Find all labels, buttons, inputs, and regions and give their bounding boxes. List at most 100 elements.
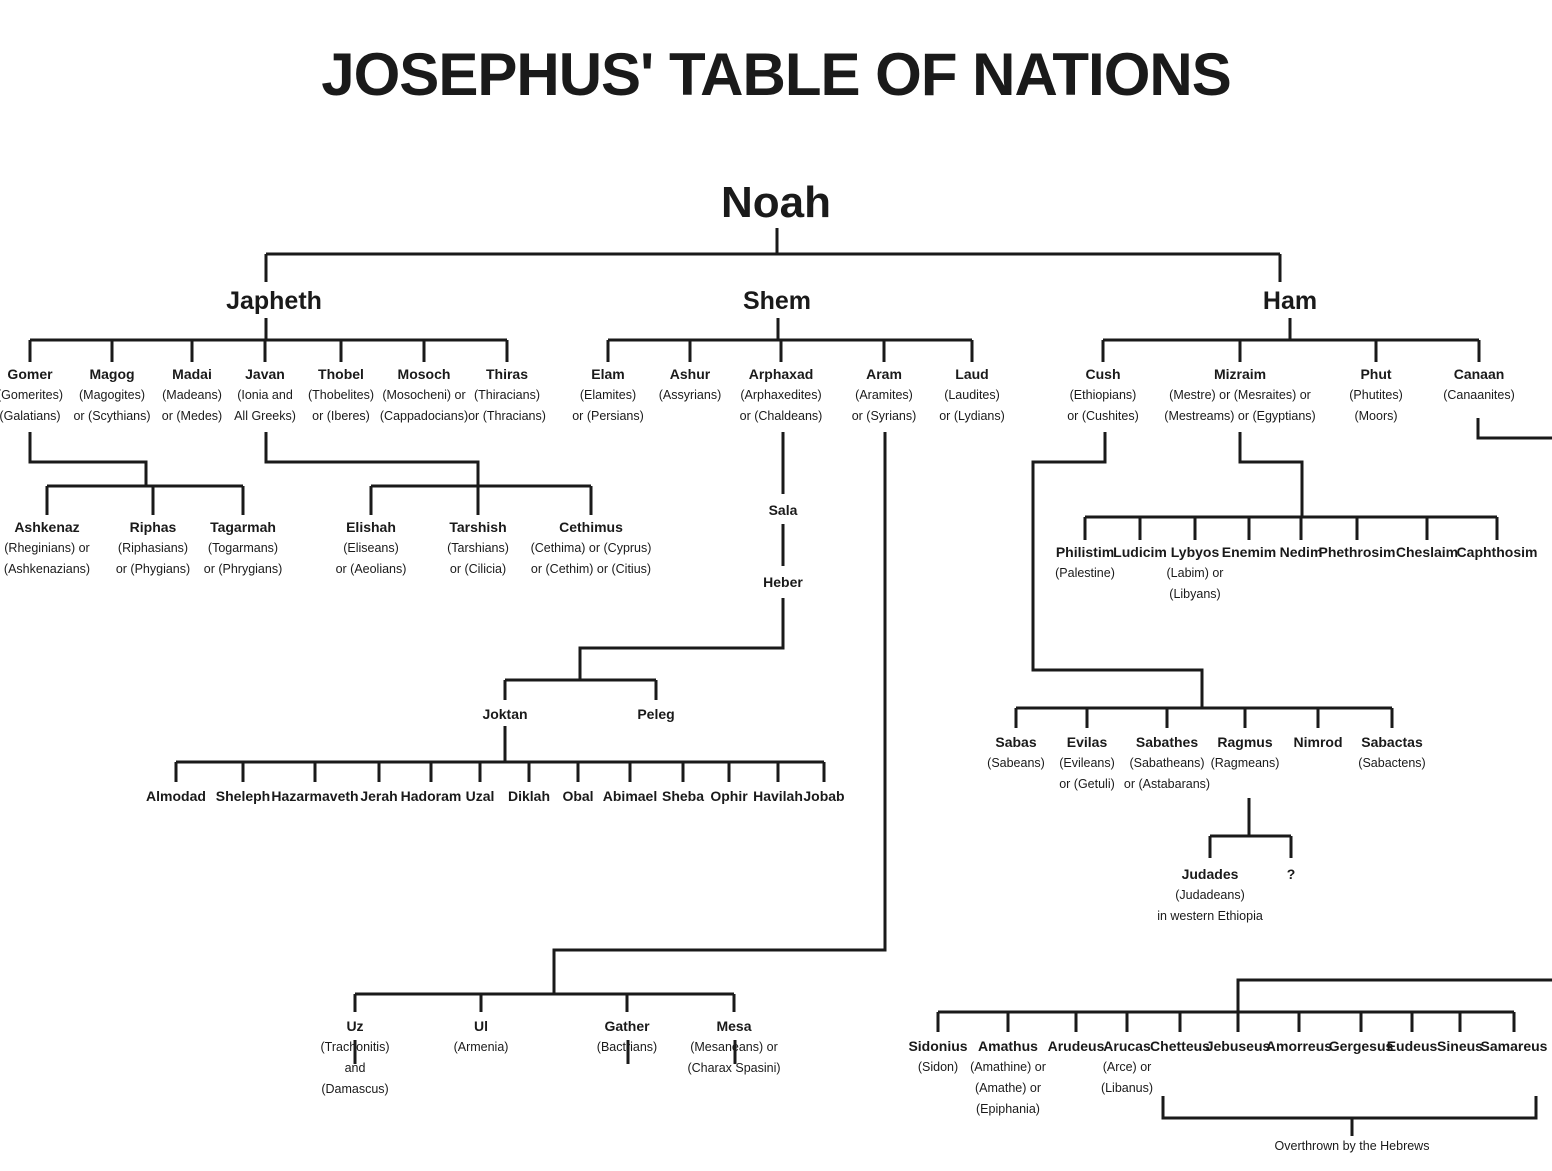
node-name: Sheleph — [215, 788, 271, 804]
node-evilas: Evilas(Evileans)or (Getuli) — [1059, 732, 1115, 795]
node-description: (Arphaxedites) — [740, 388, 822, 402]
node-chetteus: Chetteus — [1150, 1036, 1210, 1057]
node-description: (Elamites) — [579, 388, 637, 402]
node-name: Ul — [474, 1018, 488, 1034]
node-description: (Mesaneans) or — [690, 1040, 778, 1054]
node-name: Eudeus — [1386, 1038, 1438, 1054]
node-name: Arphaxad — [748, 366, 814, 382]
node-unknown: ? — [1287, 864, 1296, 885]
node-description: (Magogites) — [78, 388, 145, 402]
node-sidonius: Sidonius(Sidon) — [908, 1036, 967, 1078]
node-hadoram: Hadoram — [401, 786, 462, 807]
node-gergesus: Gergesus — [1329, 1036, 1394, 1057]
node-name: Sineus — [1437, 1038, 1483, 1054]
node-name: Noah — [721, 178, 831, 227]
node-name: Jebuseus — [1205, 1038, 1271, 1054]
node-name: Phut — [1360, 366, 1392, 382]
node-name: Heber — [763, 574, 803, 590]
node-name: Tarshish — [449, 519, 507, 535]
node-gomer: Gomer(Gomerites)(Galatians) — [0, 364, 63, 427]
node-description: or (Phrygians) — [203, 562, 283, 576]
node-description: (Sabeans) — [987, 756, 1045, 770]
node-description: (Tarshians) — [447, 541, 509, 555]
node-name: Arudeus — [1047, 1038, 1105, 1054]
node-phethrosim: Phethrosim — [1318, 542, 1395, 563]
node-ophir: Ophir — [710, 786, 747, 807]
node-name: Uzal — [465, 788, 495, 804]
node-name: Abimael — [602, 788, 658, 804]
node-description: (Sabactens) — [1358, 756, 1426, 770]
node-thiras: Thiras(Thiracians)or (Thracians) — [468, 364, 546, 427]
node-description: (Libanus) — [1100, 1081, 1154, 1095]
canaan-stem-a — [1476, 418, 1552, 440]
node-phut: Phut(Phutites)(Moors) — [1349, 364, 1403, 427]
gomer-stem — [28, 432, 148, 486]
node-description: (Riphasians) — [117, 541, 189, 555]
node-ul: Ul (Armenia) — [454, 1016, 509, 1058]
node-ragmus: Ragmus(Ragmeans) — [1211, 732, 1280, 774]
node-ashkenaz: Ashkenaz(Rheginians) or(Ashkenazians) — [4, 517, 90, 580]
node-description: (Damascus) — [321, 1082, 389, 1096]
node-description: (Ashkenazians) — [3, 562, 91, 576]
node-name: Amorreus — [1265, 1038, 1333, 1054]
node-name: Ludicim — [1113, 544, 1167, 560]
node-description: (Sabatheans) — [1129, 756, 1205, 770]
node-description: (Amathe) or — [974, 1081, 1041, 1095]
node-name: Mizraim — [1213, 366, 1267, 382]
node-description: (Togarmans) — [207, 541, 279, 555]
node-description: (Mestre) or (Mesraites) or — [1169, 388, 1311, 402]
node-name: Diklah — [507, 788, 551, 804]
node-name: Hadoram — [400, 788, 462, 804]
node-name: Laud — [955, 366, 989, 382]
node-name: Magog — [89, 366, 135, 382]
node-description: (Galatians) — [0, 409, 61, 423]
node-enemim: Enemim — [1222, 542, 1276, 563]
node-description: (Ionia and — [237, 388, 293, 402]
node-sabactas: Sabactas (Sabactens) — [1358, 732, 1425, 774]
node-almodad: Almodad — [146, 786, 206, 807]
node-name: Samareus — [1480, 1038, 1548, 1054]
node-description: in western Ethiopia — [1157, 909, 1263, 923]
node-name: ? — [1286, 866, 1296, 882]
node-description: or (Syrians) — [851, 409, 917, 423]
node-elishah: Elishah(Eliseans)or (Aeolians) — [336, 517, 407, 580]
node-sineus: Sineus — [1437, 1036, 1483, 1057]
node-description: (Palestine) — [1055, 566, 1115, 580]
node-name: Sidonius — [908, 1038, 968, 1054]
node-noah: Noah — [721, 178, 831, 228]
node-description: and — [344, 1061, 366, 1075]
node-thobel: Thobel(Thobelites)or (Iberes) — [308, 364, 374, 427]
node-name: Lybyos — [1170, 544, 1220, 560]
node-description: or (Medes) — [161, 409, 223, 423]
node-name: Jobab — [803, 788, 845, 804]
node-description: or (Cushites) — [1067, 409, 1139, 423]
node-cethimus: Cethimus(Cethima) or (Cyprus)or (Cethim)… — [531, 517, 652, 580]
node-name: Tagarmah — [210, 519, 276, 535]
node-diklah: Diklah — [508, 786, 550, 807]
node-name: Thobel — [318, 366, 364, 382]
node-name: Sabas — [995, 734, 1037, 750]
node-description: (Thiracians) — [473, 388, 540, 402]
node-abimael: Abimael — [603, 786, 657, 807]
node-mizraim: Mizraim(Mestre) or (Mesraites) or(Mestre… — [1164, 364, 1315, 427]
node-amorreus: Amorreus — [1266, 1036, 1332, 1057]
node-name: Caphthosim — [1456, 544, 1538, 560]
node-description: (Epiphania) — [976, 1102, 1040, 1116]
node-name: Sabactas — [1361, 734, 1423, 750]
node-description: (Ethiopians) — [1069, 388, 1137, 402]
node-description: (Cappadocians) — [379, 409, 469, 423]
node-description: (Evileans) — [1059, 756, 1115, 770]
node-description: (Judadeans) — [1175, 888, 1245, 902]
node-joktan: Joktan — [482, 704, 527, 725]
node-description: or (Thracians) — [468, 409, 546, 423]
node-mosoch: Mosoch(Mosocheni) or(Cappadocians) — [380, 364, 468, 427]
node-name: Cethimus — [559, 519, 623, 535]
node-description: (Mosocheni) or — [382, 388, 466, 402]
node-cheslaim: Cheslaim — [1396, 542, 1458, 563]
mizraim-stem — [1238, 432, 1304, 517]
node-name: Japheth — [226, 287, 322, 315]
node-ashur: Ashur(Assyrians) — [659, 364, 722, 406]
node-description: (Armenia) — [453, 1040, 509, 1054]
node-name: Enemim — [1221, 544, 1277, 560]
